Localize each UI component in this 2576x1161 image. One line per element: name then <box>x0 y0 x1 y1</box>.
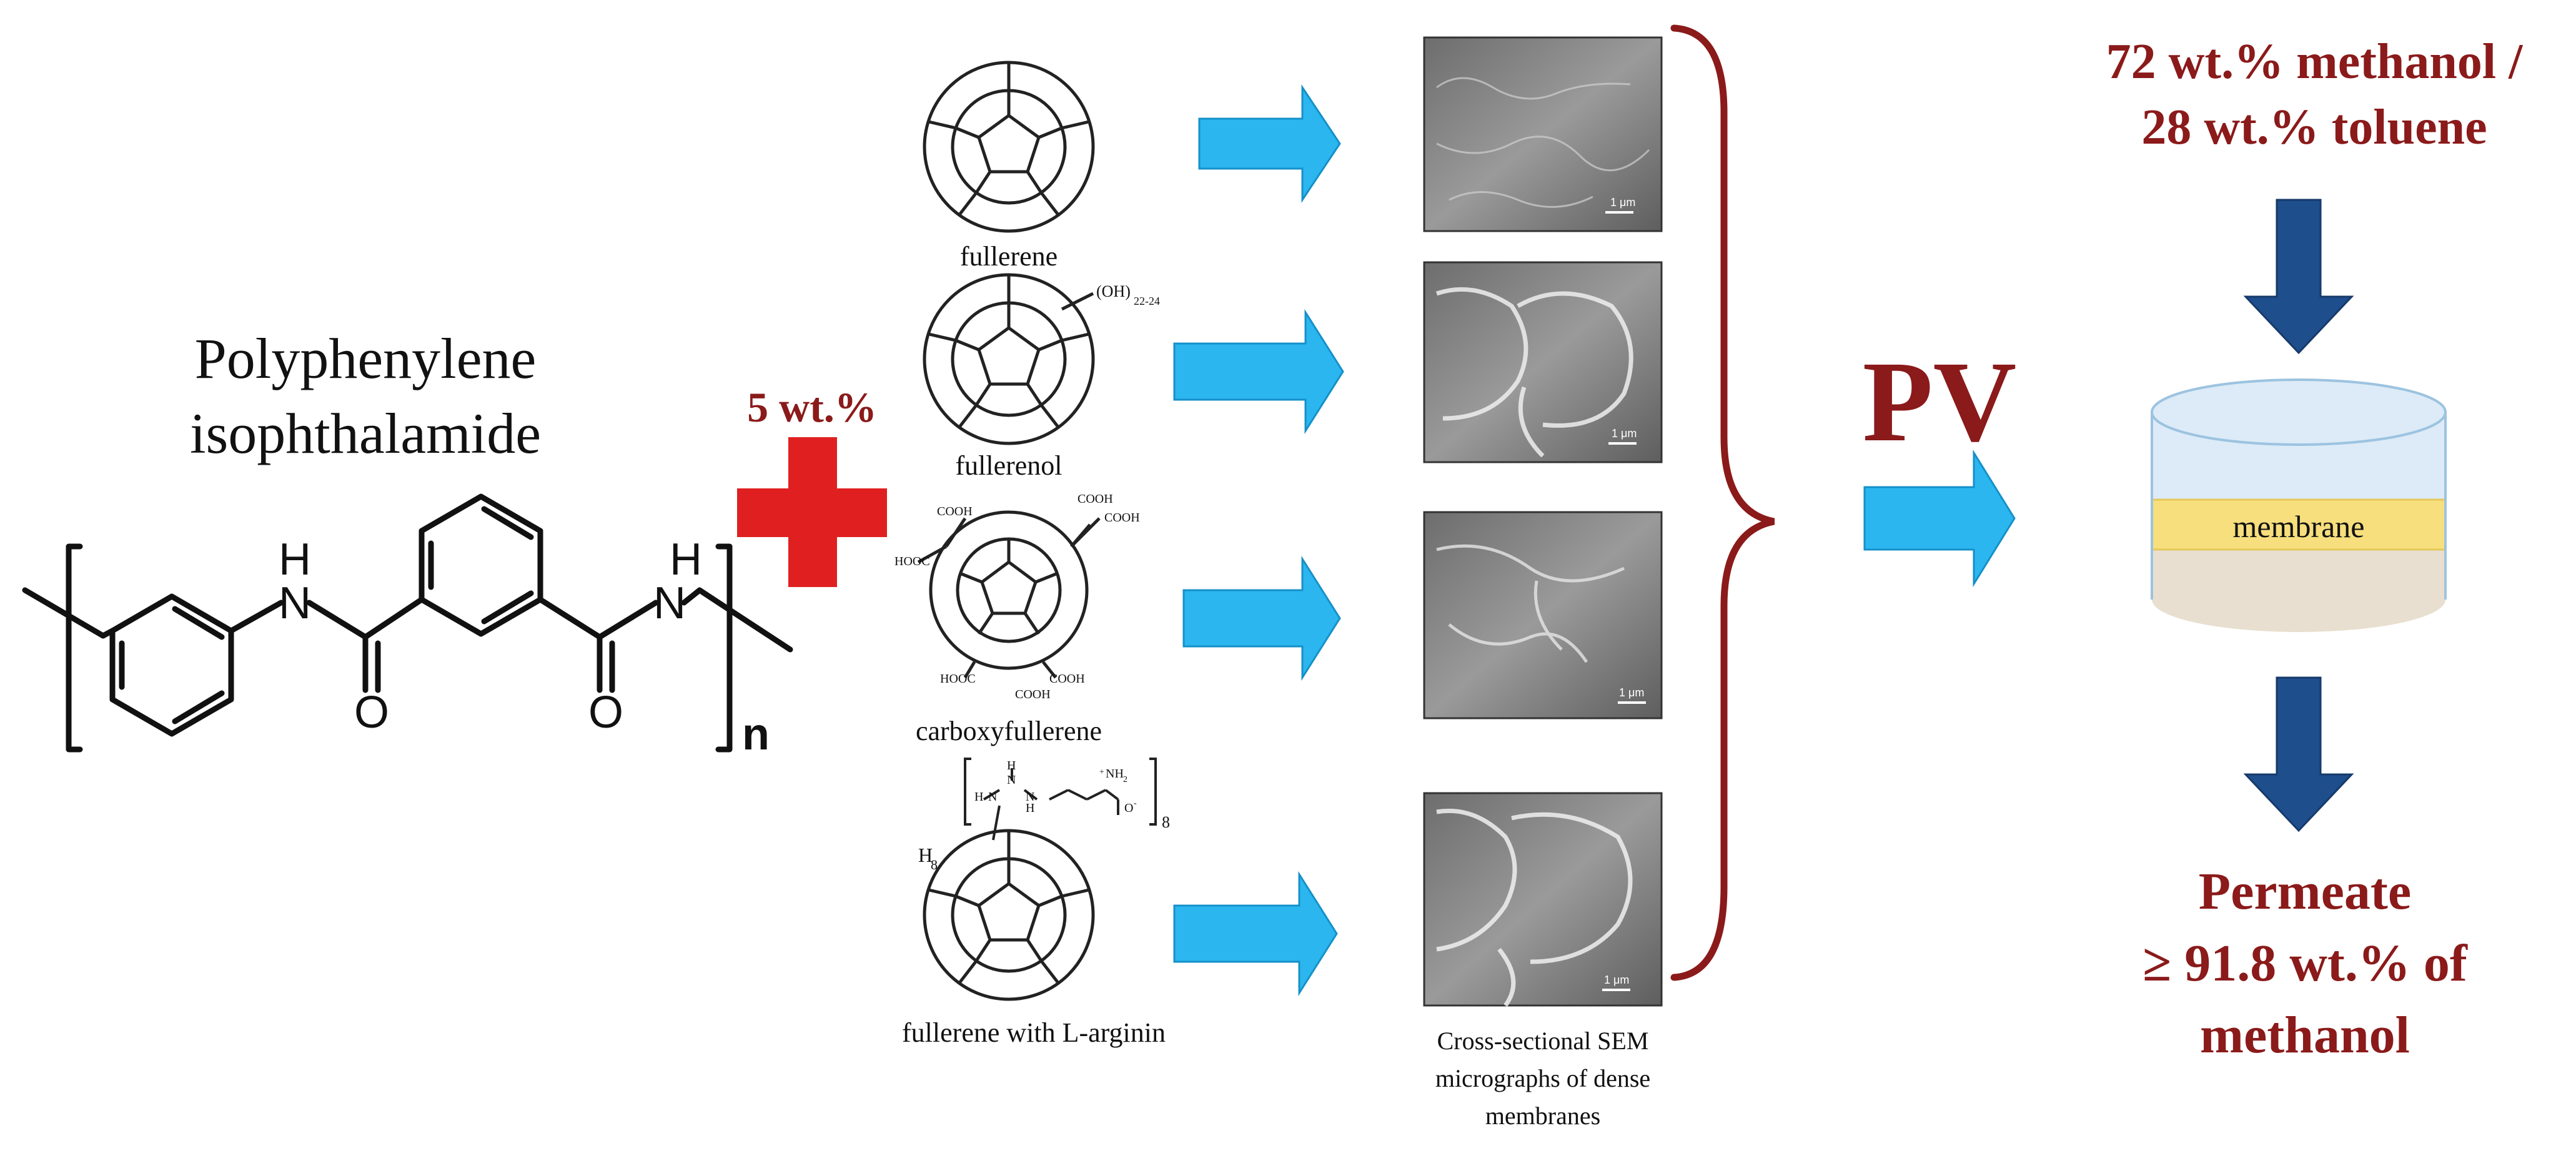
sem-image-2: 1 μm <box>1423 261 1663 463</box>
arginine-labels: H N N H N H NH 2 + O - 8 <box>974 759 1170 831</box>
filler-arrows <box>1173 84 1344 997</box>
svg-text:O: O <box>1124 801 1133 815</box>
membrane-layer <box>2151 498 2447 551</box>
sem-image-3: 1 μm <box>1423 511 1663 719</box>
sem-image-4: 1 μm <box>1423 792 1663 1007</box>
polymer-name-line1: Polyphenylene <box>195 327 537 390</box>
phenylene-ring-1 <box>109 593 234 737</box>
repeat-n: n <box>742 709 770 759</box>
arginine-h-subscript: 8 <box>931 857 938 872</box>
svg-text:N: N <box>1026 790 1034 804</box>
feed-line1: 72 wt.% methanol / <box>2106 34 2524 89</box>
fillers-column: fullerene (OH) 22-24 fullerenol <box>894 61 1170 1048</box>
pv-cell: membrane <box>2151 378 2447 632</box>
polymer-structure <box>22 493 793 753</box>
sem2-scale-bar: 1 μm <box>1612 427 1637 440</box>
nh1-h: H <box>279 535 311 585</box>
fullerenol-icon <box>923 273 1095 445</box>
carbonyl1-o: O <box>354 688 389 738</box>
svg-text:8: 8 <box>1162 813 1170 831</box>
feed-line2: 28 wt.% toluene <box>2141 100 2487 155</box>
sem-column: 1 μm 1 μm 1 μm <box>1423 36 1663 1130</box>
fullerene-arginine-icon <box>923 829 1095 1001</box>
grouping-brace <box>1670 24 1775 981</box>
loading-label: 5 wt.% <box>747 383 877 431</box>
membrane-label: membrane <box>2232 509 2364 544</box>
sem-caption-line2: micrographs of dense <box>1435 1064 1650 1092</box>
permeate-line1: Permeate <box>2199 862 2411 921</box>
arginine-h-label: H <box>918 844 933 866</box>
arrow-fullerene-icon <box>1198 84 1341 203</box>
feed-arrow-icon <box>2243 199 2354 355</box>
svg-text:N: N <box>988 790 997 804</box>
sem1-scale-bar: 1 μm <box>1610 196 1635 209</box>
svg-text:HOOC: HOOC <box>940 672 976 686</box>
svg-text:H: H <box>1007 759 1016 773</box>
svg-text:N: N <box>1007 773 1016 787</box>
svg-text:H: H <box>974 790 983 804</box>
svg-text:COOH: COOH <box>1049 672 1085 686</box>
svg-text:HOOC: HOOC <box>894 555 930 568</box>
sem-caption-line3: membranes <box>1485 1102 1600 1130</box>
svg-text:+: + <box>1099 768 1104 777</box>
pv-arrow-icon <box>1863 449 2016 588</box>
svg-text:COOH: COOH <box>1104 511 1140 525</box>
fullerenol-group-subscript: 22-24 <box>1134 295 1160 307</box>
nh1-n: N <box>279 578 311 628</box>
svg-text:2: 2 <box>1123 775 1127 784</box>
carboxyfullerene-icon <box>917 510 1101 679</box>
permeate-line2: ≥ 91.8 wt.% of <box>2143 934 2468 992</box>
permeate-arrow-icon <box>2243 676 2354 832</box>
svg-text:COOH: COOH <box>1077 492 1113 506</box>
sem-image-1: 1 μm <box>1423 36 1663 232</box>
fullerenol-label: fullerenol <box>955 450 1062 481</box>
loading-section: 5 wt.% <box>737 383 887 587</box>
sem4-scale-bar: 1 μm <box>1604 974 1629 986</box>
permeate-line3: methanol <box>2200 1006 2410 1064</box>
nh2-n: N <box>653 578 686 628</box>
arrow-carboxyfullerene-icon <box>1182 555 1341 681</box>
svg-text:-: - <box>1134 799 1137 808</box>
plus-icon <box>737 437 887 587</box>
fullerene-label: fullerene <box>960 241 1058 272</box>
arrow-arginine-icon <box>1173 871 1338 997</box>
polymer-atom-labels: H N O O H N n <box>279 535 770 759</box>
arginine-chain <box>964 758 1157 841</box>
svg-text:H: H <box>1026 801 1034 815</box>
svg-text:COOH: COOH <box>1015 688 1051 701</box>
carbonyl2-o: O <box>588 688 623 738</box>
fullerene-icon <box>923 61 1095 233</box>
svg-text:NH: NH <box>1106 767 1124 781</box>
polymer-name-line2: isophthalamide <box>190 402 541 465</box>
pv-label: PV <box>1863 338 2017 466</box>
fullerenol-group: (OH) <box>1096 282 1131 300</box>
carboxyfullerene-label: carboxyfullerene <box>916 716 1102 746</box>
left-bracket <box>66 543 83 753</box>
sem3-scale-bar: 1 μm <box>1619 686 1644 699</box>
isophthaloyl-ring <box>419 493 543 637</box>
sem-caption-line1: Cross-sectional SEM <box>1437 1027 1649 1055</box>
fullerene-arginine-label: fullerene with L-arginin <box>902 1017 1166 1048</box>
right-bracket <box>715 543 733 753</box>
polymer-section: Polyphenylene isophthalamide <box>22 327 793 759</box>
arrow-fullerenol-icon <box>1173 309 1344 435</box>
nh2-h: H <box>670 535 702 585</box>
svg-text:COOH: COOH <box>937 505 973 518</box>
carboxy-group-labels: COOH HOOC COOH COOH HOOC COOH COOH <box>894 492 1140 701</box>
